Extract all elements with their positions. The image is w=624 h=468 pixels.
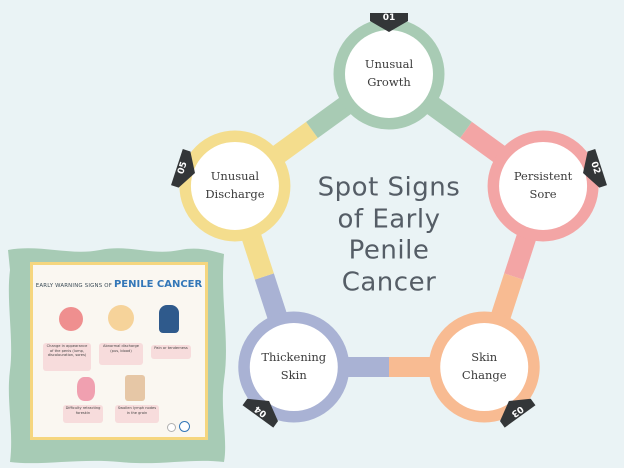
number-badge <box>242 398 278 428</box>
node-label-line: Change <box>461 368 507 383</box>
node-label-line: Persistent <box>513 169 573 184</box>
number-badge-shape <box>171 149 195 188</box>
poster-item-text: Abnormal discharge (pus, blood) <box>103 344 139 353</box>
node-disc <box>190 141 279 230</box>
poster-item-tile: Abnormal discharge (pus, blood) <box>99 343 143 365</box>
poster-heading-large: PENILE CANCER <box>113 279 203 290</box>
number-badge-shape <box>370 13 408 32</box>
node-disc <box>249 323 338 412</box>
poster-circle-icon <box>59 307 83 331</box>
node-ring <box>487 130 599 242</box>
poster-item-tile: Difficulty retracting foreskin <box>63 405 103 423</box>
poster-item-text: Swollen lymph nodes in the groin <box>117 406 157 415</box>
node-ring <box>179 130 291 242</box>
node-layer <box>171 13 607 428</box>
node-label-line: Growth <box>367 75 411 89</box>
title-line: Cancer <box>341 267 437 298</box>
number-badge <box>370 13 408 32</box>
poster-legs-icon <box>125 375 145 401</box>
title-line: Penile <box>348 236 430 266</box>
poster-heading-small: EARLY WARNING SIGNS OF <box>35 283 113 289</box>
poster-item-tile: Change in appearance of the penis (lump,… <box>43 343 91 371</box>
node-ring <box>428 311 540 423</box>
number-badge-shape <box>500 398 536 428</box>
poster-item-tile: Pain or tenderness <box>151 345 191 359</box>
node-label-line: Skin <box>471 350 498 365</box>
node-disc <box>499 141 588 230</box>
number-badge <box>583 149 607 188</box>
poster-logo-icon <box>167 423 176 432</box>
poster-thumbnail: EARLY WARNING SIGNS OF PENILE CANCER Cha… <box>30 262 208 440</box>
number-badge-shape <box>242 398 278 428</box>
poster-circle-icon <box>108 305 134 331</box>
number-badge <box>171 149 195 188</box>
node-label-line: Unusual <box>364 57 414 72</box>
node-label-line: Thickening <box>261 350 327 365</box>
node-label-line: Skin <box>280 368 307 383</box>
number-badge <box>500 398 536 428</box>
poster-item-text: Change in appearance of the penis (lump,… <box>46 344 88 358</box>
poster-item-text: Difficulty retracting foreskin <box>65 406 101 415</box>
node-label-line: Unusual <box>210 169 260 184</box>
center-title: Spot Signs of Early Penile Cancer <box>294 173 484 300</box>
poster-organ-icon <box>77 377 95 401</box>
poster-logo-icon <box>179 421 190 432</box>
number-badge-label: 01 <box>382 13 396 23</box>
poster-item-text: Pain or tenderness <box>154 346 188 350</box>
node-disc <box>345 30 433 118</box>
title-line: of Early <box>337 204 441 235</box>
poster-person-icon <box>159 305 179 333</box>
poster-item-tile: Swollen lymph nodes in the groin <box>115 405 159 423</box>
node-label-line: Discharge <box>205 186 265 201</box>
node-label-line: Sore <box>529 186 557 201</box>
title-line: Spot Signs <box>317 172 461 203</box>
node-disc <box>440 323 529 412</box>
number-badge-shape <box>583 149 607 188</box>
node-ring <box>238 311 350 423</box>
poster-heading: EARLY WARNING SIGNS OF PENILE CANCER <box>33 279 205 290</box>
